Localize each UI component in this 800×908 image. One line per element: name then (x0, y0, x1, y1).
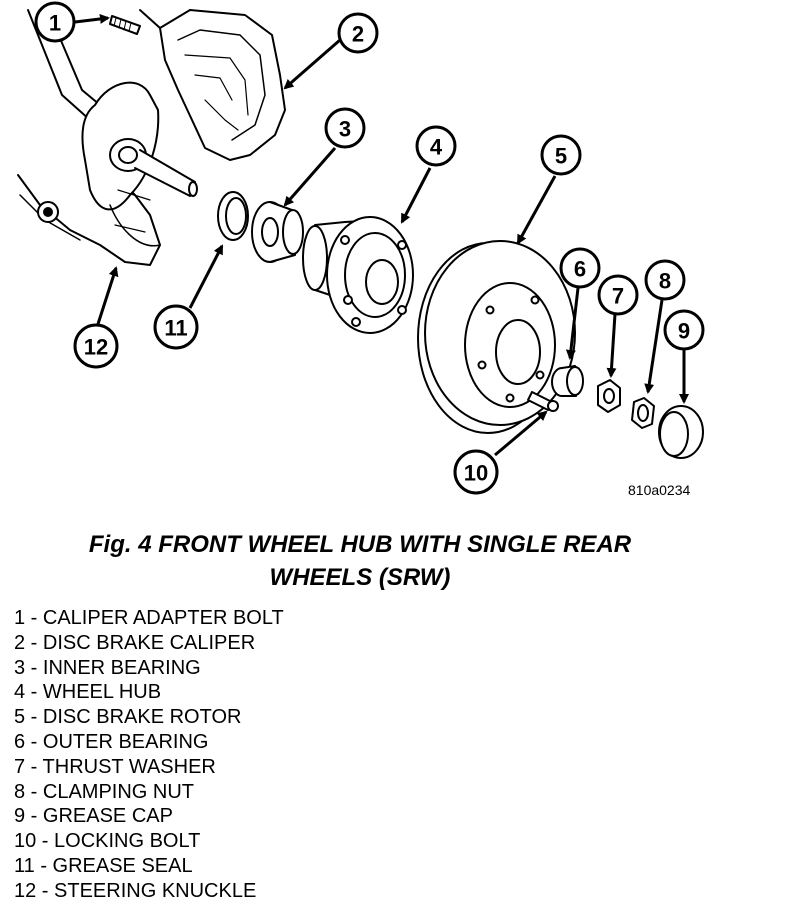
legend-item-6: 6 - OUTER BEARING (14, 730, 209, 753)
legend-item-12: 12 - STEERING KNUCKLE (14, 879, 257, 902)
legend-item-11: 11 - GREASE SEAL (14, 854, 193, 877)
callout-6 (559, 247, 601, 360)
grease-cap-part (658, 405, 704, 459)
callout-label-6: 6 (574, 257, 586, 282)
inner-bearing-part (251, 201, 304, 263)
callout-label-11: 11 (164, 316, 187, 341)
caption-line-1: Fig. 4 FRONT WHEEL HUB WITH SINGLE REAR (88, 531, 632, 558)
callout-label-4: 4 (430, 135, 443, 160)
caption-line-2: WHEELS (SRW) (269, 564, 451, 591)
legend-item-1: 1 - CALIPER ADAPTER BOLT (14, 607, 284, 629)
legend-item-7: 7 - THRUST WASHER (14, 755, 216, 778)
disc-brake-rotor-part (417, 240, 576, 434)
callout-label-12: 12 (84, 335, 108, 360)
legend-item-8: 8 - CLAMPING NUT (14, 780, 195, 803)
callout-12 (73, 266, 119, 369)
callout-label-10: 10 (464, 461, 488, 486)
legend-item-2: 2 - DISC BRAKE CALIPER (14, 631, 256, 654)
callout-2 (283, 12, 379, 90)
figure-caption: Fig. 4 FRONT WHEEL HUB WITH SINGLE REAR … (0, 528, 720, 594)
callout-1 (34, 1, 110, 43)
callout-10 (453, 410, 548, 495)
callout-label-2: 2 (352, 22, 364, 47)
callout-label-9: 9 (678, 319, 690, 344)
grease-seal-part (217, 191, 249, 241)
callout-9 (663, 309, 705, 404)
figure-code: 810a0234 (628, 482, 691, 498)
legend-item-3: 3 - INNER BEARING (14, 656, 201, 679)
steering-knuckle-part (17, 9, 198, 266)
callout-11 (153, 244, 224, 350)
legend-item-5: 5 - DISC BRAKE ROTOR (14, 706, 242, 729)
legend-item-9: 9 - GREASE CAP (14, 805, 173, 828)
callout-label-3: 3 (339, 117, 351, 142)
callout-8 (644, 259, 686, 394)
callout-7 (597, 274, 639, 378)
callout-3 (283, 107, 366, 207)
outer-bearing-part (551, 365, 584, 397)
callout-label-8: 8 (659, 269, 671, 294)
caliper-adapter-bolt-part (109, 15, 141, 35)
callout-label-5: 5 (555, 144, 567, 169)
parts-legend: 1 - CALIPER ADAPTER BOLT 2 - DISC BRAKE … (14, 606, 284, 904)
legend-item-10: 10 - LOCKING BOLT (14, 830, 201, 853)
callout-4 (400, 125, 457, 224)
exploded-hub-diagram: 1 2 3 4 5 6 7 8 9 10 11 12 (17, 1, 705, 495)
callout-label-1: 1 (49, 11, 61, 36)
locking-bolt-part (527, 391, 559, 412)
disc-brake-caliper-part (139, 9, 286, 161)
wheel-hub-part (302, 216, 414, 334)
callout-label-7: 7 (612, 284, 624, 309)
legend-item-4: 4 - WHEEL HUB (14, 681, 162, 704)
clamping-nut-part (631, 397, 655, 429)
callout-5 (516, 134, 582, 245)
thrust-washer-part (597, 379, 621, 413)
